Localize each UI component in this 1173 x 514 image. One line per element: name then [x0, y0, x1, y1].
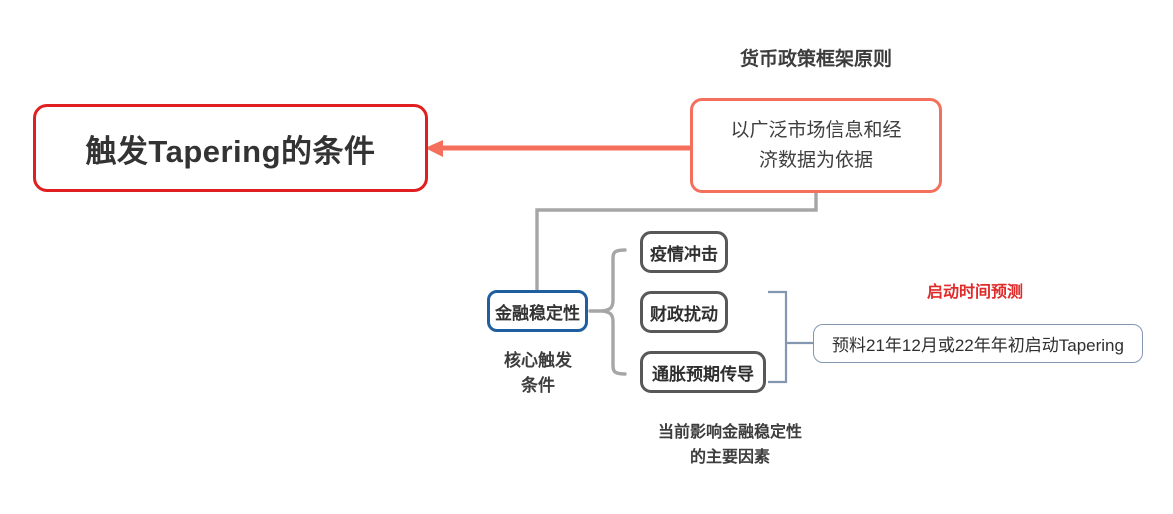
node-trigger-conditions[interactable]: 触发Tapering的条件	[33, 104, 428, 192]
node-policy-basis-text: 以广泛市场信息和经 济数据为依据	[730, 116, 901, 176]
node-factor-pandemic-shock[interactable]: 疫情冲击	[640, 231, 728, 273]
caption-launch-timing-forecast: 启动时间预测	[926, 284, 1023, 301]
node-factor-fiscal-disturbance[interactable]: 财政扰动	[640, 291, 728, 333]
node-financial-stability[interactable]: 金融稳定性	[487, 290, 588, 332]
bracket-factors-to-prediction	[768, 290, 813, 384]
node-policy-basis-line2: 济数据为依据	[758, 149, 873, 171]
node-tapering-forecast[interactable]: 预料21年12月或22年年初启动Tapering	[813, 324, 1143, 363]
caption-main-factors: 当前影响金融稳定性 的主要因素	[657, 424, 802, 466]
node-factor-inflation-expectation[interactable]: 通胀预期传导	[640, 351, 766, 393]
node-policy-basis[interactable]: 以广泛市场信息和经 济数据为依据	[690, 98, 942, 193]
node-policy-basis-line1: 以广泛市场信息和经	[730, 119, 902, 141]
connector-principle-to-root	[425, 140, 690, 157]
caption-monetary-policy-framework: 货币政策框架原则	[739, 49, 892, 70]
caption-core-trigger-condition: 核心触发 条件	[504, 351, 572, 395]
